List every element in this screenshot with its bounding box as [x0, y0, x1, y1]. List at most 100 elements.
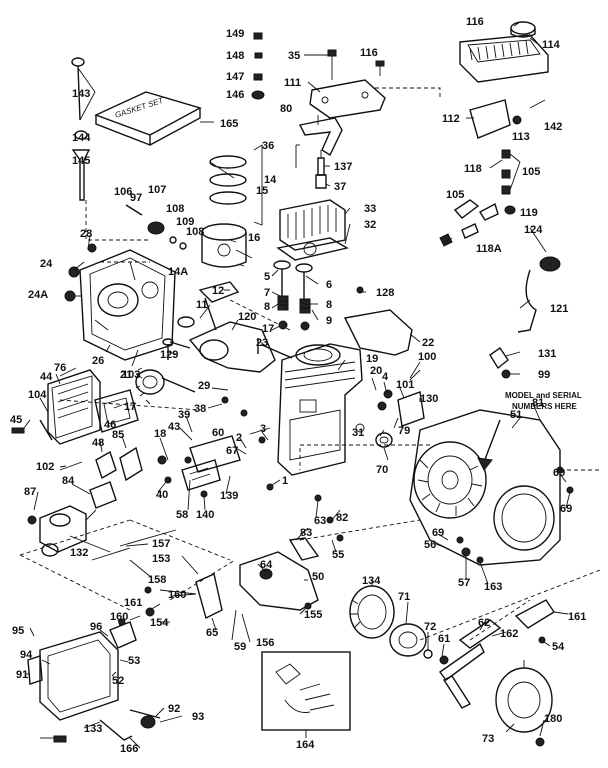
- part-label: 45: [10, 414, 22, 426]
- part-label: 1: [282, 475, 288, 487]
- part-label: 23: [256, 337, 268, 349]
- part-label: 8: [326, 299, 332, 311]
- part-label: 63: [314, 515, 326, 527]
- part-label: 38: [194, 403, 206, 415]
- part-label: 6: [326, 279, 332, 291]
- part-label: 24: [40, 258, 53, 270]
- part-label: 133: [84, 723, 102, 735]
- part-label: 131: [538, 348, 556, 360]
- part-label: 83: [300, 527, 312, 539]
- part-label: 157: [152, 538, 170, 550]
- part-label: 165: [220, 118, 238, 130]
- part-label: 116: [466, 16, 484, 28]
- part-label: 60: [212, 427, 224, 439]
- piston: [201, 223, 253, 268]
- part-label: 24A: [28, 289, 48, 301]
- part-label: 156: [256, 637, 274, 649]
- part-label: 120: [238, 311, 256, 323]
- part-label: 112: [442, 113, 460, 125]
- part-label: 81: [532, 397, 544, 409]
- part-label: 15: [256, 185, 268, 197]
- part-label: 12: [212, 285, 224, 297]
- part-label: 108: [186, 226, 204, 238]
- part-label: 109: [176, 216, 194, 228]
- part-label: 105: [522, 166, 540, 178]
- part-label: 146: [226, 89, 244, 101]
- part-label: 29: [198, 380, 210, 392]
- part-label: 69: [560, 503, 572, 515]
- part-label: 142: [544, 121, 562, 133]
- part-label: 51: [510, 409, 522, 421]
- muffler-bracket: [309, 79, 386, 119]
- part-label: 3: [260, 423, 266, 435]
- part-label: 69: [432, 527, 444, 539]
- part-label: 163: [484, 581, 502, 593]
- part-label: 36: [262, 140, 274, 152]
- part-label: 105: [446, 189, 464, 201]
- starter-bracket: [514, 599, 555, 629]
- part-label: 119: [520, 207, 538, 219]
- part-label: 158: [148, 574, 166, 586]
- part-label: 61: [438, 633, 450, 645]
- part-label: 26: [92, 355, 104, 367]
- part-label: 72: [424, 621, 436, 633]
- part-label: 21: [120, 369, 132, 381]
- part-label: 4: [382, 371, 389, 383]
- part-label: 103: [122, 369, 140, 381]
- part-label: 70: [376, 464, 388, 476]
- part-label: 43: [168, 421, 180, 433]
- blower-housing: [409, 409, 561, 566]
- part-label: 124: [524, 224, 543, 236]
- part-label: 76: [54, 362, 66, 374]
- part-label: 180: [544, 713, 562, 725]
- part-label: 143: [72, 88, 90, 100]
- part-label: 8: [264, 301, 270, 313]
- part-label: 57: [458, 577, 470, 589]
- part-label: 14: [264, 174, 277, 186]
- part-label: 153: [152, 553, 170, 565]
- model-serial-callout: MODEL and SERIAL NUMBERS HERE: [477, 391, 582, 471]
- part-label: 155: [304, 609, 322, 621]
- part-label: 132: [70, 547, 88, 559]
- cam-gear: [135, 367, 196, 397]
- part-label: 118: [464, 163, 482, 175]
- part-label: 84: [62, 475, 75, 487]
- part-label: 113: [512, 131, 530, 143]
- part-label: 139: [220, 490, 238, 502]
- part-label: 121: [550, 303, 568, 315]
- starter-housing: [495, 660, 553, 747]
- part-label: 99: [538, 369, 550, 381]
- part-label: 114: [542, 39, 561, 51]
- part-label: 67: [226, 445, 238, 457]
- part-label: 35: [288, 50, 300, 62]
- part-label: 9: [326, 315, 332, 327]
- muffler-shield: [469, 99, 546, 195]
- part-label: 7: [264, 287, 270, 299]
- part-label: 64: [260, 559, 273, 571]
- part-label: 48: [92, 437, 104, 449]
- part-label: 22: [422, 337, 434, 349]
- part-label: 130: [420, 393, 438, 405]
- part-label: 166: [120, 743, 138, 755]
- gasket-set-box: GASKET SET: [94, 91, 202, 147]
- part-label: 32: [364, 219, 376, 231]
- part-label: 161: [568, 611, 586, 623]
- part-label: 97: [130, 192, 142, 204]
- part-label: 106: [114, 186, 132, 198]
- part-label: 14A: [168, 266, 188, 278]
- ignition-coil: [377, 369, 425, 427]
- pin-parts: [125, 204, 187, 250]
- part-label: 93: [192, 711, 204, 723]
- model-serial-line-2: NUMBERS HERE: [512, 402, 578, 411]
- part-label: 33: [364, 203, 376, 215]
- bracket-80: [298, 117, 343, 157]
- fastener-stack: [251, 32, 385, 100]
- part-label: 16: [248, 232, 260, 244]
- part-label: 39: [178, 409, 190, 421]
- part-label: 140: [196, 509, 214, 521]
- piston-rings: [209, 144, 263, 226]
- control-panel: [27, 621, 161, 743]
- part-label: 87: [24, 486, 36, 498]
- part-label: 96: [90, 621, 102, 633]
